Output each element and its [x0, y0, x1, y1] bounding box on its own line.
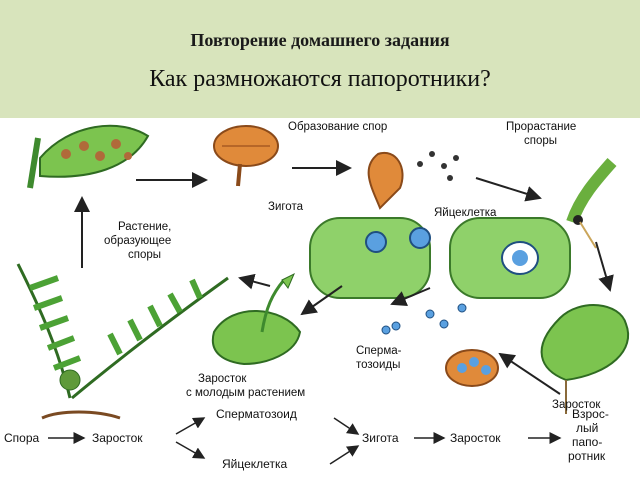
fern-life-cycle-diagram: Образование спор Прорастание споры Зигот…	[4, 121, 629, 471]
slide-header: Повторение домашнего задания Как размнож…	[0, 0, 640, 118]
slide-title: Повторение домашнего задания	[190, 30, 450, 50]
flow-adult-3: папо-	[572, 435, 602, 449]
label-zygote: Зигота	[268, 201, 304, 213]
flow-adult-4: ротник	[568, 449, 606, 463]
flow-prothallus-2: Заросток	[450, 431, 501, 445]
archegonium-illustration	[309, 217, 571, 299]
opening-sporangium-illustration	[367, 151, 459, 210]
label-prothallus: Заросток	[552, 399, 601, 411]
flow-egg: Яйцеклетка	[222, 457, 287, 471]
label-sperm-1: Сперма-	[356, 345, 402, 357]
label-sperm-2: тозоиды	[356, 359, 400, 371]
germinating-spore-illustration	[566, 158, 617, 249]
flow-scheme: Спора Заросток Сперматозоид Яйцеклетка З…	[4, 407, 609, 471]
label-prothallus-young-2: с молодым растением	[186, 387, 305, 399]
label-plant-3: споры	[128, 249, 161, 261]
antheridium-illustration	[445, 349, 499, 387]
sporangium-illustration	[213, 125, 279, 187]
label-plant-1: Растение,	[118, 221, 171, 233]
label-spore-formation: Образование спор	[288, 121, 387, 133]
prothallus-illustration	[540, 304, 629, 414]
adult-fern-illustration	[16, 263, 229, 420]
prothallus-young-plant-illustration	[211, 272, 302, 366]
label-egg-cell: Яйцеклетка	[434, 207, 497, 219]
flow-prothallus: Заросток	[92, 431, 143, 445]
leaf-with-sori-illustration	[27, 124, 150, 189]
flow-adult-2: лый	[576, 421, 598, 435]
label-prothallus-young-1: Заросток	[198, 373, 247, 385]
spermatozoids-illustration	[381, 303, 467, 335]
label-plant-2: образующее	[104, 235, 171, 247]
flow-zygote: Зигота	[362, 431, 399, 445]
slide-question: Как размножаются папоротники?	[149, 66, 491, 92]
label-germination-1: Прорастание	[506, 121, 576, 133]
flow-adult-1: Взрос-	[572, 407, 609, 421]
flow-spermatozoid: Сперматозоид	[216, 407, 297, 421]
label-germination-2: споры	[524, 135, 557, 147]
flow-spore: Спора	[4, 431, 40, 445]
